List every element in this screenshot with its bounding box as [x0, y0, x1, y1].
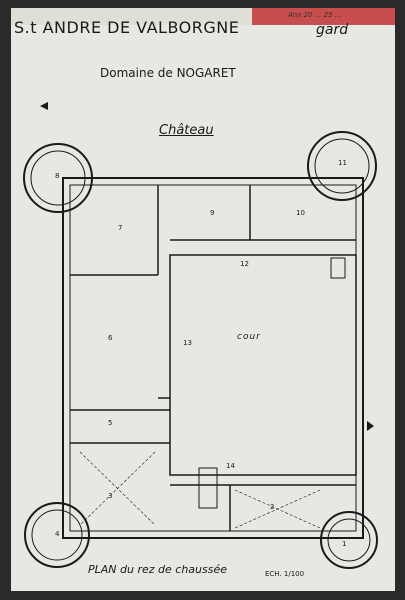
inner-wall [69, 184, 357, 532]
room-number: 2 [270, 503, 274, 511]
tower-4 [24, 502, 90, 568]
room-number: 1 [342, 540, 346, 548]
room-number: 5 [108, 419, 112, 427]
building-title: Château [159, 123, 214, 138]
archive-stamp-note: Anx 20 ... 25 ... [288, 11, 342, 19]
room-number: 4 [55, 530, 60, 538]
room-number: 12 [240, 260, 249, 268]
scale-label: ECH. 1/100 [265, 570, 305, 578]
tower-11 [307, 131, 377, 201]
courtyard-label: cour [237, 332, 261, 342]
room-number: 6 [108, 334, 113, 342]
staircase [198, 467, 218, 509]
room-number: 9 [210, 209, 214, 217]
room-number: 8 [55, 172, 59, 180]
archive-red-stamp [252, 8, 395, 25]
room-number: 11 [338, 159, 347, 167]
orientation-arrow-icon [40, 102, 48, 110]
courtyard-wall [169, 254, 357, 476]
room-number: 3 [108, 492, 112, 500]
outer-wall [62, 177, 364, 539]
room-number: 14 [226, 462, 235, 470]
domaine-title: Domaine de NOGARET [100, 66, 236, 80]
room-number: 7 [118, 224, 122, 232]
commune-title: S.t ANDRE DE VALBORGNE [14, 18, 240, 37]
room-number: 10 [296, 209, 305, 217]
department-title: gard [316, 22, 349, 38]
room-numbers: 1 2 3 4 5 6 7 8 9 10 11 12 13 14 [55, 159, 347, 548]
tower-1 [320, 511, 378, 569]
tower-8 [23, 143, 93, 213]
plan-caption: PLAN du rez de chaussée [88, 563, 227, 576]
section-marker-icon [367, 421, 374, 431]
room-number: 13 [183, 339, 192, 347]
paper-card [11, 8, 395, 591]
